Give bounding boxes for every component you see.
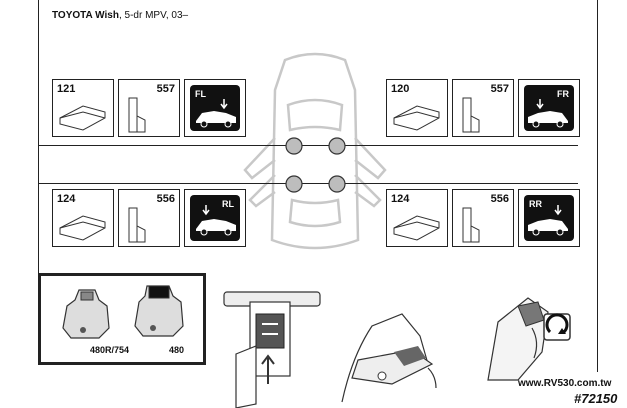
foot-number: 120 <box>391 83 410 95</box>
position-badge: FR <box>524 85 574 131</box>
bracket-icon <box>462 207 480 243</box>
vehicle-name: TOYOTA Wish <box>52 10 119 21</box>
page-title: TOYOTA Wish, 5-dr MPV, 03– <box>52 10 188 21</box>
bracket-icon <box>128 97 146 133</box>
position-badge: RR <box>524 195 574 241</box>
pad-number: 556 <box>156 193 175 205</box>
website-watermark: www.RV530.com.tw <box>518 378 612 389</box>
foot-box-rear-left: 124 <box>52 189 114 247</box>
foot-pad-icon <box>393 105 440 131</box>
installation-step-2-illustration <box>341 313 437 403</box>
installation-step-3-illustration <box>487 297 571 381</box>
car-side-icon <box>528 99 568 128</box>
bracket-icon <box>128 207 146 243</box>
bracket-icon <box>462 97 480 133</box>
left-border-line <box>38 0 39 273</box>
pad-number: 556 <box>490 193 509 205</box>
position-code: RL <box>222 199 234 209</box>
pad-box-front-right: 557 <box>452 79 514 137</box>
position-box-front-left: FL <box>184 79 246 137</box>
product-code: #72150 <box>574 391 618 406</box>
car-side-icon <box>196 99 236 128</box>
foot-pad-icon <box>59 215 106 241</box>
mount-point-fl <box>285 137 303 155</box>
position-box-rear-left: RL <box>184 189 246 247</box>
vehicle-spec: , 5-dr MPV, 03– <box>118 10 189 21</box>
mount-point-rl <box>285 175 303 193</box>
foot-number: 124 <box>57 193 76 205</box>
position-box-rear-right: RR <box>518 189 580 247</box>
position-box-front-right: FR <box>518 79 580 137</box>
foot-box-rear-right: 124 <box>386 189 448 247</box>
car-side-icon <box>196 205 236 236</box>
position-badge: RL <box>190 195 240 241</box>
foot-kit-left-illustration <box>62 289 110 339</box>
car-side-icon <box>528 205 568 236</box>
mount-point-fr <box>328 137 346 155</box>
foot-number: 124 <box>391 193 410 205</box>
position-code: FR <box>557 89 569 99</box>
kit-label-right: 480 <box>169 345 185 355</box>
car-outline-illustration <box>243 52 387 250</box>
front-bar-line <box>38 145 578 146</box>
foot-kit-right-illustration <box>134 285 184 337</box>
foot-pad-icon <box>59 105 106 131</box>
kit-label-left: 480R/754 <box>90 345 130 355</box>
pad-box-rear-right: 556 <box>452 189 514 247</box>
position-code: FL <box>195 89 206 99</box>
foot-box-front-right: 120 <box>386 79 448 137</box>
foot-number: 121 <box>57 83 76 95</box>
mount-point-rr <box>328 175 346 193</box>
foot-box-front-left: 121 <box>52 79 114 137</box>
right-border-line <box>597 0 598 372</box>
pad-number: 557 <box>490 83 509 95</box>
installation-step-1-illustration <box>223 291 321 408</box>
position-badge: FL <box>190 85 240 131</box>
pad-box-rear-left: 556 <box>118 189 180 247</box>
kit-frame: 480R/754 480 <box>38 273 206 365</box>
position-code: RR <box>529 199 542 209</box>
pad-number: 557 <box>156 83 175 95</box>
pad-box-front-left: 557 <box>118 79 180 137</box>
rear-bar-line <box>38 183 578 184</box>
foot-pad-icon <box>393 215 440 241</box>
